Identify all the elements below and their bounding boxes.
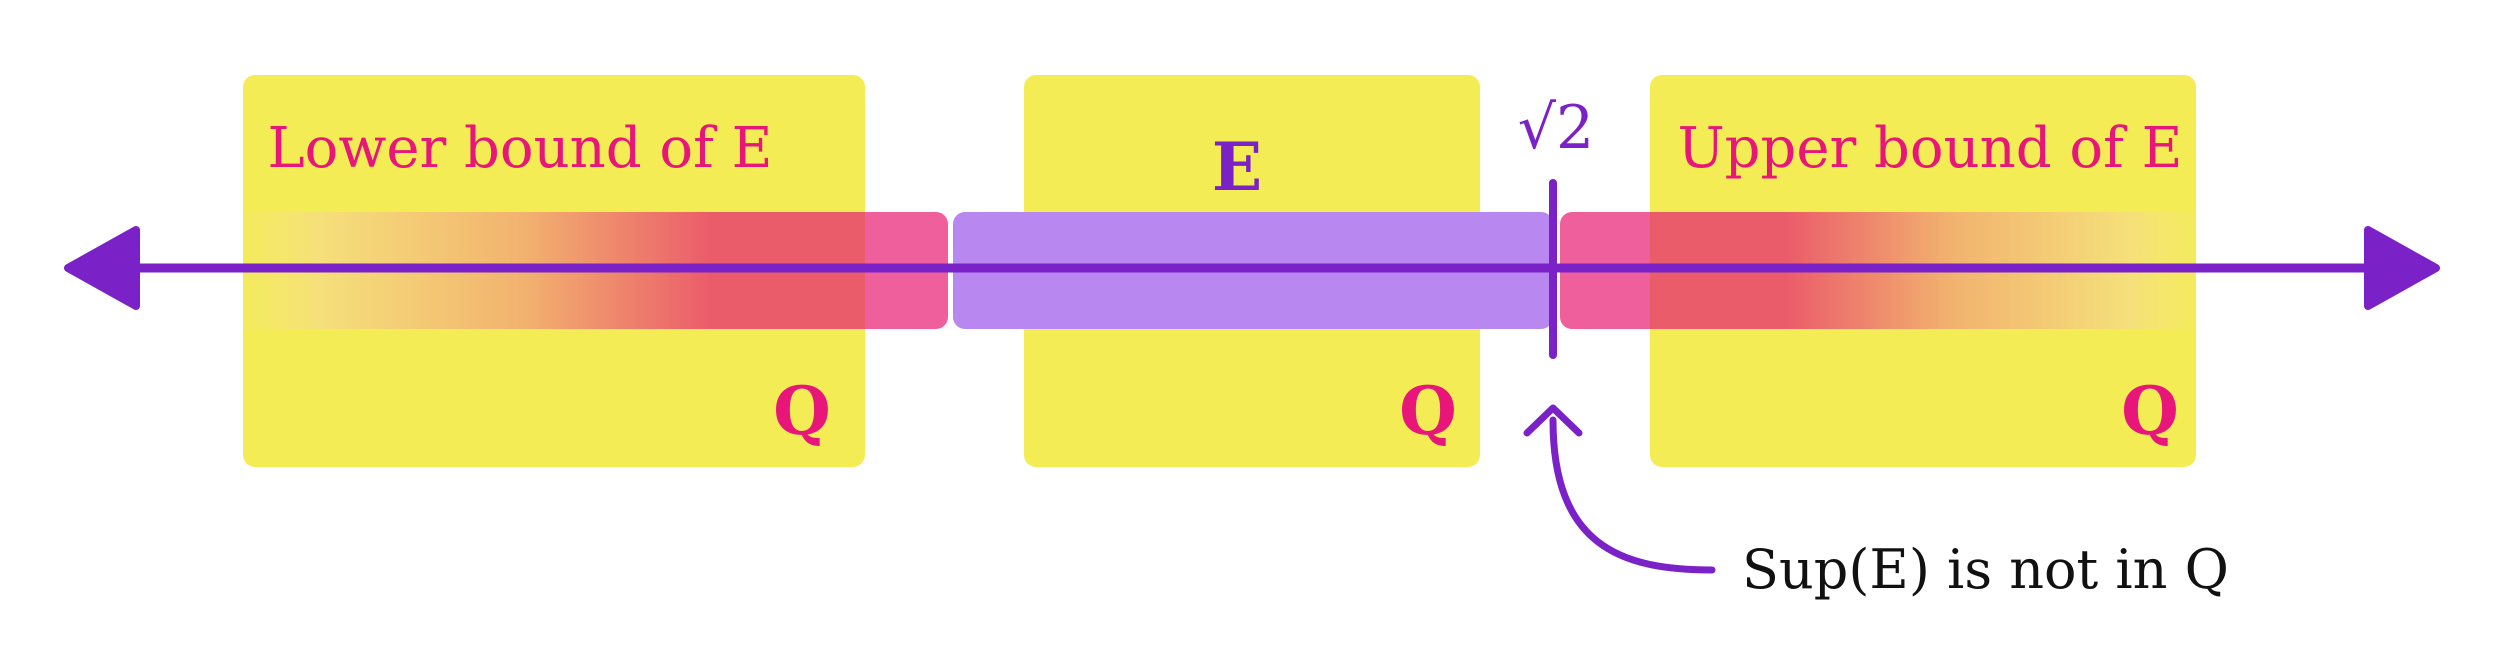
lower-bound-label: Lower bound of E <box>267 116 772 181</box>
right-q-label: Q <box>2121 372 2179 450</box>
annotation-label: Sup(E) is not in Q <box>1742 538 2229 601</box>
e-label: E <box>1212 128 1262 206</box>
right-arrow-icon <box>2364 226 2440 310</box>
annotation-arrow-curve <box>1549 416 1716 574</box>
upper-bound-label: Upper bound of E <box>1677 116 2182 181</box>
middle-q-label: Q <box>1399 372 1457 450</box>
sqrt2-label: √2 <box>1518 93 1594 163</box>
left-arrow-icon <box>64 226 140 310</box>
annotation-arrowhead-icon <box>1523 404 1583 437</box>
left-q-label: Q <box>773 372 831 450</box>
